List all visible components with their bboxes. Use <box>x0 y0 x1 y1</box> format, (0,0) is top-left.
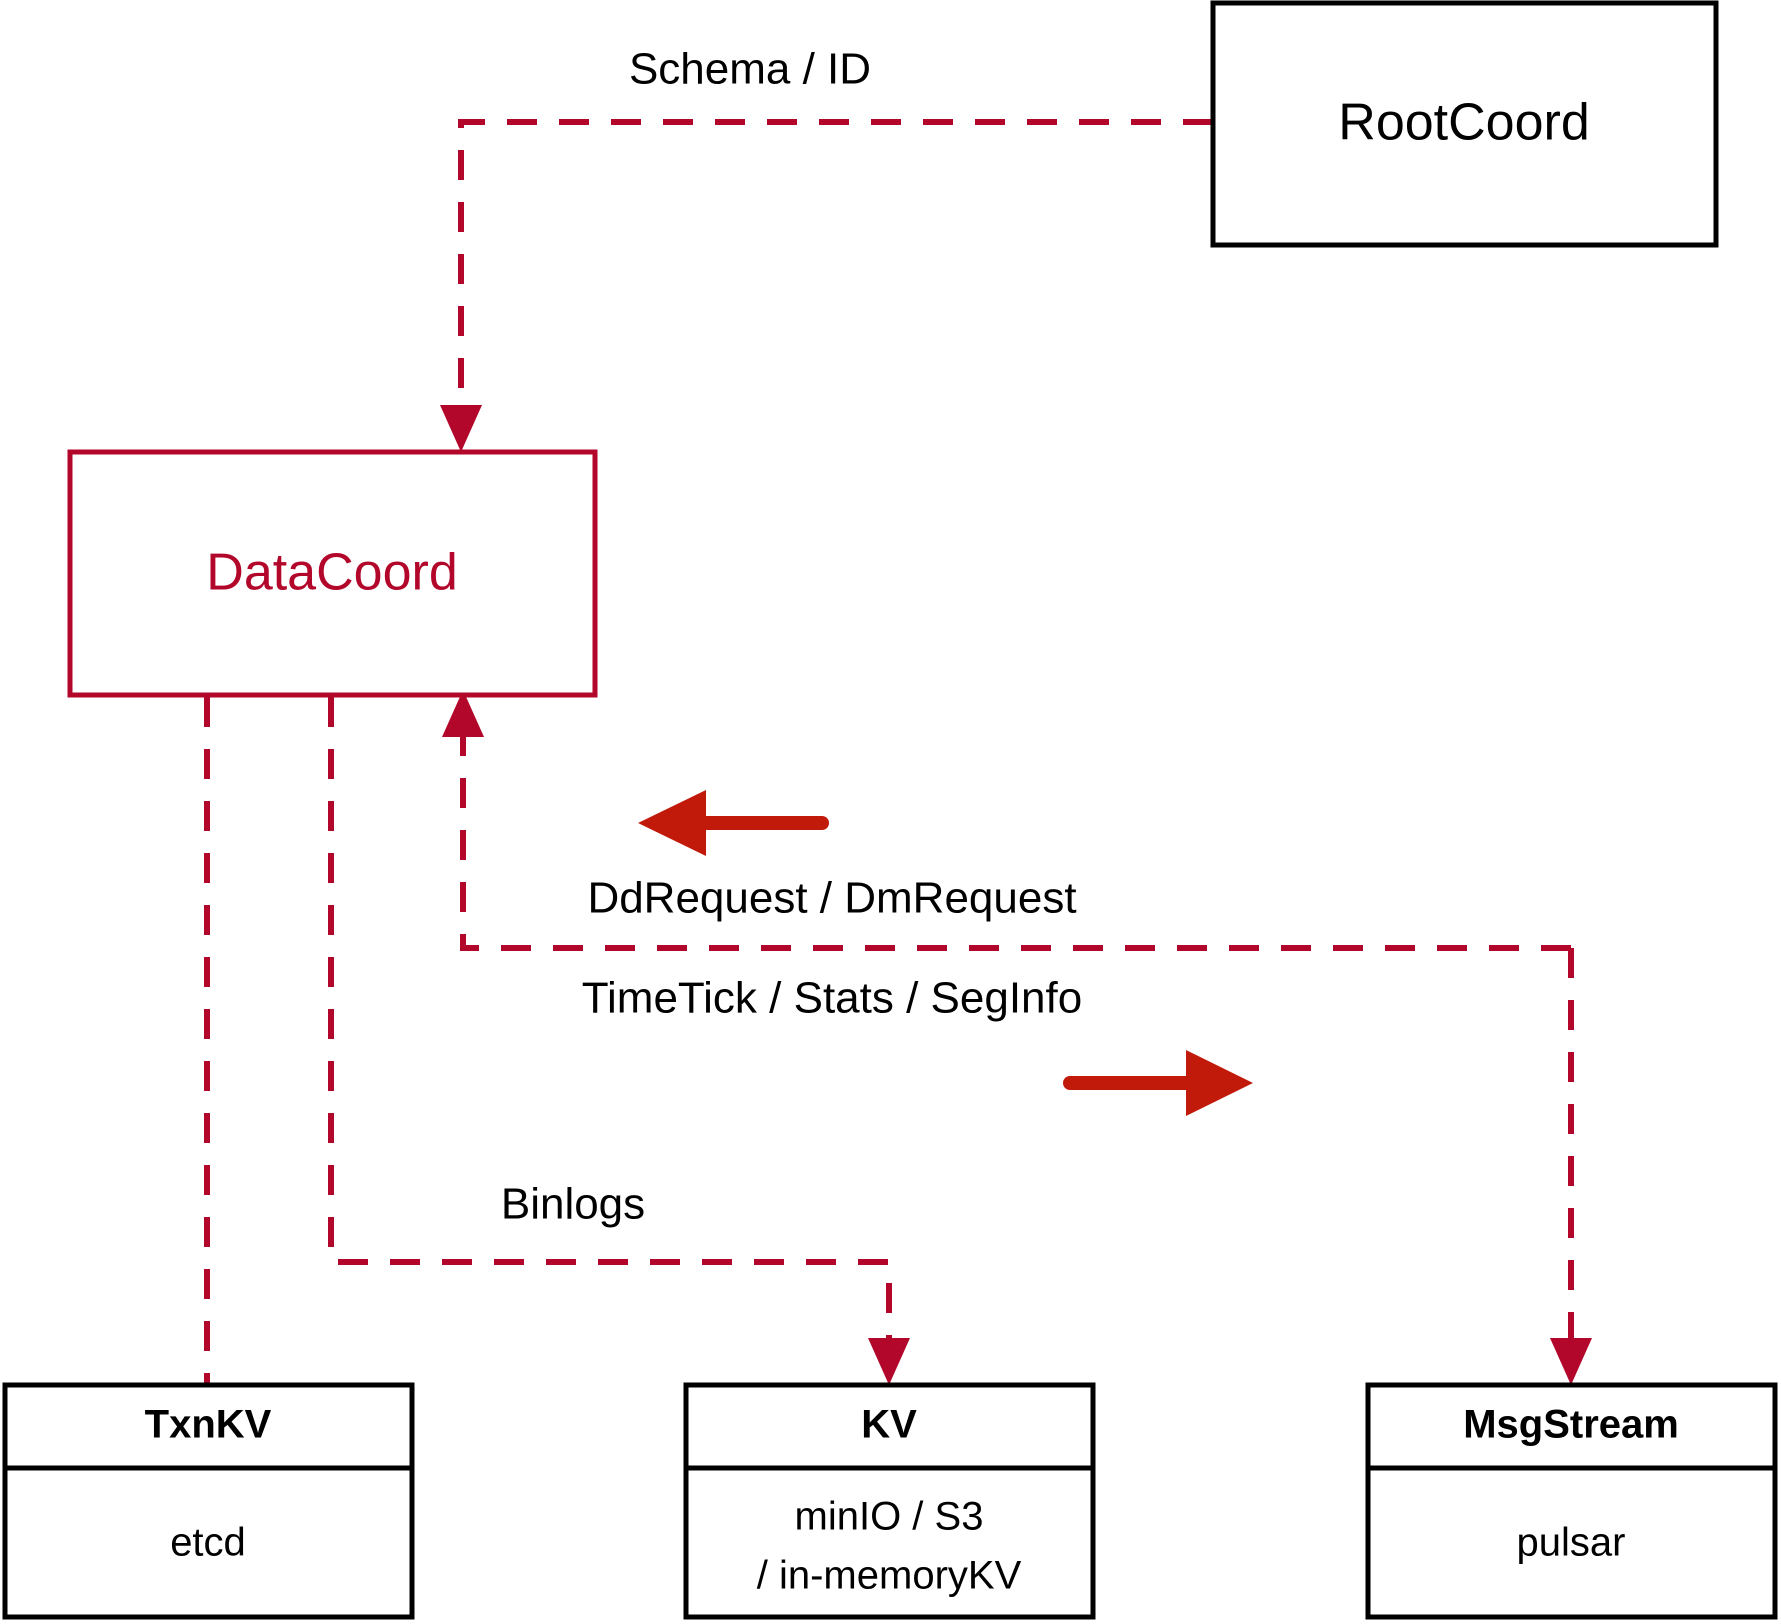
edge-label-timetick-stats-seginfo: TimeTick / Stats / SegInfo <box>582 974 1082 1023</box>
edge-msgstream-to-datacoord <box>442 690 1571 951</box>
edge-rootcoord-to-datacoord <box>440 119 1213 452</box>
rootcoord-label: RootCoord <box>1338 94 1589 152</box>
edge-label-ddrequest-dmrequest: DdRequest / DmRequest <box>587 874 1076 923</box>
kv-body-label-line2: / in-memoryKV <box>757 1554 1022 1598</box>
edge-path-ddrequest-dmrequest <box>460 715 1571 951</box>
kv-body-label-line1: minIO / S3 <box>795 1495 984 1539</box>
datacoord-label: DataCoord <box>206 544 457 602</box>
node-rootcoord[interactable]: RootCoord <box>1210 0 1719 248</box>
txnkv-header-label: TxnKV <box>145 1403 272 1447</box>
kv-header-label: KV <box>861 1403 917 1447</box>
edge-datacoord-to-msgstream <box>1550 948 1592 1385</box>
inbound-arrow-head <box>638 790 706 856</box>
msgstream-box[interactable] <box>1365 1382 1778 1620</box>
outbound-direction-arrow <box>1063 1050 1253 1116</box>
edge-datacoord-to-kv <box>328 697 910 1385</box>
kv-box[interactable] <box>683 1382 1096 1620</box>
node-txnkv[interactable]: TxnKV etcd <box>2 1382 415 1620</box>
edge-path-binlogs <box>328 697 892 1358</box>
datacoord-box[interactable] <box>67 449 598 698</box>
arrowhead-into-datacoord-bottom <box>442 690 484 737</box>
edge-path-schema-id <box>458 119 1213 425</box>
msgstream-body-label: pulsar <box>1517 1521 1626 1565</box>
inbound-direction-arrow <box>638 790 829 856</box>
node-kv[interactable]: KV minIO / S3 / in-memoryKV <box>683 1382 1096 1620</box>
rootcoord-box[interactable] <box>1210 0 1719 248</box>
edge-label-schema-id: Schema / ID <box>629 45 871 94</box>
outbound-arrow-head <box>1186 1050 1253 1116</box>
arrowhead-into-msgstream <box>1550 1338 1592 1385</box>
txnkv-box[interactable] <box>2 1382 415 1620</box>
arrowhead-into-kv <box>868 1338 910 1385</box>
txnkv-body-label: etcd <box>170 1521 246 1565</box>
edge-label-binlogs: Binlogs <box>501 1180 645 1229</box>
arrowhead-into-datacoord-top <box>440 405 482 452</box>
node-msgstream[interactable]: MsgStream pulsar <box>1365 1382 1778 1620</box>
msgstream-header-label: MsgStream <box>1463 1403 1679 1447</box>
node-datacoord[interactable]: DataCoord <box>67 449 598 698</box>
